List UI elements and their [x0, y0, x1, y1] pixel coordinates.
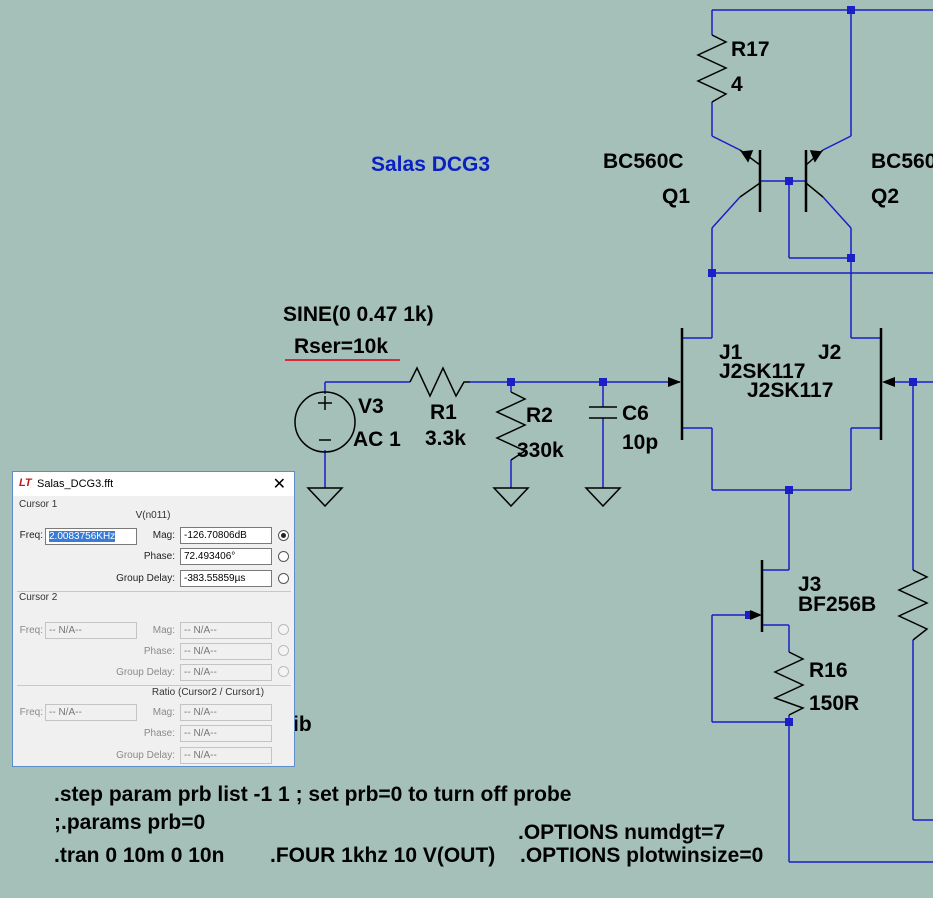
- partial-resistor: [897, 569, 929, 641]
- ratio-mag-label: Mag:: [152, 707, 175, 718]
- j3-model: BF256B: [798, 593, 877, 616]
- divider: [17, 591, 291, 592]
- c6-value: 10p: [622, 431, 659, 454]
- cursor2-freq-label: Freq:: [19, 625, 43, 636]
- r16-ref: R16: [809, 659, 848, 682]
- cursor1-header: Cursor 1: [19, 499, 58, 510]
- v3-source-spec: SINE(0 0.47 1k): [283, 303, 434, 326]
- cursor2-mag-input: -- N/A--: [180, 622, 272, 639]
- c6-ref: C6: [622, 402, 649, 425]
- r2-resistor: [495, 391, 527, 461]
- j2-model: J2SK117: [747, 379, 834, 402]
- ratio-freq-input: -- N/A--: [45, 704, 137, 721]
- cursor1-freq-label: Freq:: [19, 530, 43, 541]
- options-numdgt-directive: .OPTIONS numdgt=7: [518, 821, 726, 844]
- cursor1-phase-input[interactable]: 72.493406°: [180, 548, 272, 565]
- v3-ref: V3: [358, 395, 384, 418]
- cursor2-phase-input: -- N/A--: [180, 643, 272, 660]
- ratio-mag-input: -- N/A--: [180, 704, 272, 721]
- tran-directive: .tran 0 10m 0 10n: [54, 844, 225, 867]
- cursor1-mag-radio[interactable]: [278, 530, 289, 541]
- cursor1-group-delay-radio[interactable]: [278, 573, 289, 584]
- r1-value: 3.3k: [425, 427, 466, 450]
- cursor1-freq-input[interactable]: 2.0083756KHz: [45, 528, 137, 545]
- v3-source-circle: [294, 391, 356, 453]
- components: [294, 34, 929, 716]
- cursor2-freq-input: -- N/A--: [45, 622, 137, 639]
- dialog-title: Salas_DCG3.fft: [37, 478, 114, 490]
- cursor1-mag-label: Mag:: [152, 530, 175, 541]
- cursor1-phase-label: Phase:: [143, 551, 175, 562]
- q2-ref: Q2: [871, 185, 900, 208]
- ratio-phase-input: -- N/A--: [180, 725, 272, 742]
- cursor2-mag-label: Mag:: [152, 625, 175, 636]
- j2-ref: J2: [818, 341, 842, 364]
- params-directive: ;.params prb=0: [54, 811, 206, 834]
- v3-value: AC 1: [353, 428, 401, 451]
- divider: [17, 685, 291, 686]
- cursor1-group-delay-input[interactable]: -383.55859µs: [180, 570, 272, 587]
- four-directive: .FOUR 1khz 10 V(OUT): [270, 844, 496, 867]
- ground-v3: [306, 487, 344, 508]
- junction-dots: [507, 6, 917, 726]
- cursor2-mag-radio: [278, 624, 289, 635]
- schematic-title: Salas DCG3: [371, 153, 491, 176]
- r2-ref: R2: [526, 404, 553, 427]
- ground-c6: [584, 487, 622, 508]
- ltspice-logo-icon: LT: [19, 477, 32, 489]
- ratio-group-delay-label: Group Delay:: [116, 750, 175, 761]
- cursor1-mag-input[interactable]: -126.70806dB: [180, 527, 272, 544]
- cursor1-group-delay-label: Group Delay:: [116, 573, 175, 584]
- ground-r2: [492, 487, 530, 508]
- r17-resistor: [696, 34, 728, 103]
- fft-cursor-dialog[interactable]: LT Salas_DCG3.fft ✕ Cursor 1 V(n011) Fre…: [12, 471, 295, 767]
- ratio-phase-label: Phase:: [143, 728, 175, 739]
- cursor2-phase-radio: [278, 645, 289, 656]
- q2-model: BC560: [871, 150, 933, 173]
- close-icon[interactable]: ✕: [272, 476, 286, 493]
- cursor1-trace-name: V(n011): [135, 510, 171, 521]
- cursor2-phase-label: Phase:: [143, 646, 175, 657]
- dialog-titlebar[interactable]: LT Salas_DCG3.fft ✕: [13, 472, 294, 496]
- options-plotwinsize-directive: .OPTIONS plotwinsize=0: [520, 844, 764, 867]
- r16-value: 150R: [809, 692, 860, 715]
- r2-value: 330k: [517, 439, 564, 462]
- rser-underline: [285, 359, 400, 361]
- step-directive: .step param prb list -1 1 ; set prb=0 to…: [54, 783, 572, 806]
- ratio-freq-label: Freq:: [19, 707, 43, 718]
- cursor2-header: Cursor 2: [19, 592, 58, 603]
- cursor2-group-delay-input: -- N/A--: [180, 664, 272, 681]
- r17-value: 4: [731, 73, 743, 96]
- j3-ref: J3: [798, 573, 822, 596]
- r17-ref: R17: [731, 38, 770, 61]
- j1-model: J2SK117: [719, 360, 806, 383]
- r1-ref: R1: [430, 401, 457, 424]
- r16-resistor: [773, 651, 805, 716]
- r1-resistor: [409, 366, 470, 398]
- ratio-header: Ratio (Cursor2 / Cursor1): [151, 687, 265, 698]
- cursor2-group-delay-label: Group Delay:: [116, 667, 175, 678]
- q1-ref: Q1: [662, 185, 691, 208]
- j1-ref: J1: [719, 341, 743, 364]
- partial-directive-text: ib: [293, 713, 312, 736]
- q1-model: BC560C: [603, 150, 684, 173]
- cursor1-phase-radio[interactable]: [278, 551, 289, 562]
- ratio-group-delay-input: -- N/A--: [180, 747, 272, 764]
- cursor2-group-delay-radio: [278, 666, 289, 677]
- v3-rser: Rser=10k: [294, 335, 388, 358]
